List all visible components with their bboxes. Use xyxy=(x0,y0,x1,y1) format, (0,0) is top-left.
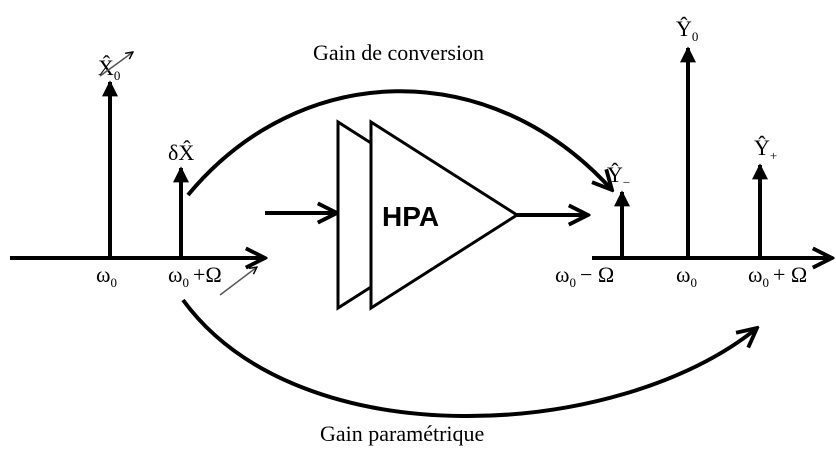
output-freq-carrier: ω0 xyxy=(676,262,697,290)
conversion-gain-caption: Gain de conversion xyxy=(313,40,484,65)
input-freq-carrier: ω0 xyxy=(96,262,117,290)
output-spectrum: Ŷ− Ŷ0 Ŷ+ ω0− Ω ω0 ω0+ Ω xyxy=(555,16,832,290)
conversion-gain-arrow xyxy=(186,89,612,197)
output-freq-upper: ω0+ Ω xyxy=(748,262,807,290)
input-spectrum: X̂0 δX̂ ω0 ω0+Ω xyxy=(10,52,265,296)
input-signal-label: δX̂ xyxy=(168,140,194,165)
parametric-gain-arrow xyxy=(181,298,757,418)
output-freq-lower: ω0− Ω xyxy=(555,262,614,290)
amplifier-label: HPA xyxy=(382,201,439,232)
output-upper-label: Ŷ+ xyxy=(754,135,777,163)
amplifier-front-triangle xyxy=(369,119,520,311)
input-freq-signal: ω0+Ω xyxy=(168,262,222,290)
output-lower-label: Ŷ− xyxy=(607,162,630,190)
strike-mark-bottom xyxy=(219,267,257,296)
strike-mark-top xyxy=(99,52,133,77)
output-carrier-label: Ŷ0 xyxy=(676,16,698,44)
parametric-gain-caption: Gain paramétrique xyxy=(320,421,484,446)
hpa-amplifier: HPA xyxy=(265,119,588,311)
